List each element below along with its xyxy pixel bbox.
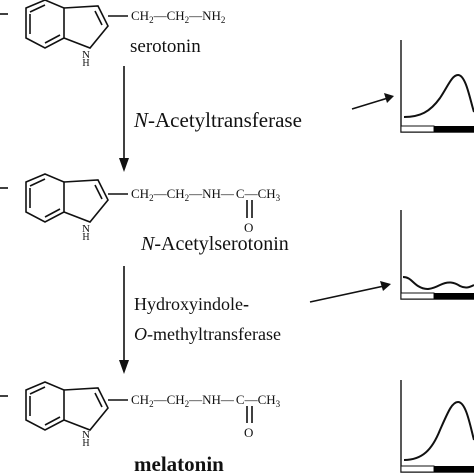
- enzyme-1-label: N-Acetyltransferase: [133, 108, 302, 132]
- serotonin-nh-h: H: [82, 58, 89, 69]
- n-acetylserotonin-structure: [0, 173, 253, 223]
- night-bar-1: [434, 126, 474, 132]
- serotonin-structure: [0, 0, 128, 49]
- melatonin-chain: CH2—CH2—NH—C—CH3: [131, 392, 281, 409]
- serotonin-chain: CH2—CH2—NH2: [131, 8, 225, 25]
- melatonin-nh-h: H: [82, 438, 89, 449]
- night-bar-2: [434, 293, 474, 299]
- serotonin-label: serotonin: [130, 36, 201, 57]
- n-acetylserotonin-carbonyl-o: O: [244, 220, 253, 235]
- reaction-arrow-2: [119, 266, 129, 374]
- day-bar-2: [400, 292, 435, 300]
- enzyme-2-line-2: O-methyltransferase: [134, 324, 281, 344]
- activity-profile-2: [400, 210, 474, 300]
- day-bar-3: [400, 465, 435, 473]
- pointer-arrow-2: [309, 281, 391, 303]
- reaction-arrow-1: [119, 66, 129, 172]
- activity-profile-3: [400, 380, 474, 473]
- day-bar-1: [400, 125, 435, 133]
- night-bar-3: [434, 466, 474, 472]
- activity-profile-1: [400, 40, 474, 133]
- n-acetylserotonin-label: N-Acetylserotonin: [140, 233, 289, 255]
- enzyme-2-line-1: Hydroxyindole-: [134, 294, 249, 314]
- n-acetylserotonin-nh-h: H: [82, 232, 89, 243]
- serotonin-nh: N: [82, 49, 90, 61]
- melatonin-nh: N: [82, 429, 90, 441]
- melatonin-carbonyl-o: O: [244, 425, 253, 440]
- melatonin-structure: [0, 381, 253, 431]
- n-acetylserotonin-chain: CH2—CH2—NH—C—CH3: [131, 186, 281, 203]
- pointer-arrow-1: [351, 93, 394, 110]
- melatonin-label: melatonin: [134, 452, 224, 474]
- n-acetylserotonin-nh: N: [82, 223, 90, 235]
